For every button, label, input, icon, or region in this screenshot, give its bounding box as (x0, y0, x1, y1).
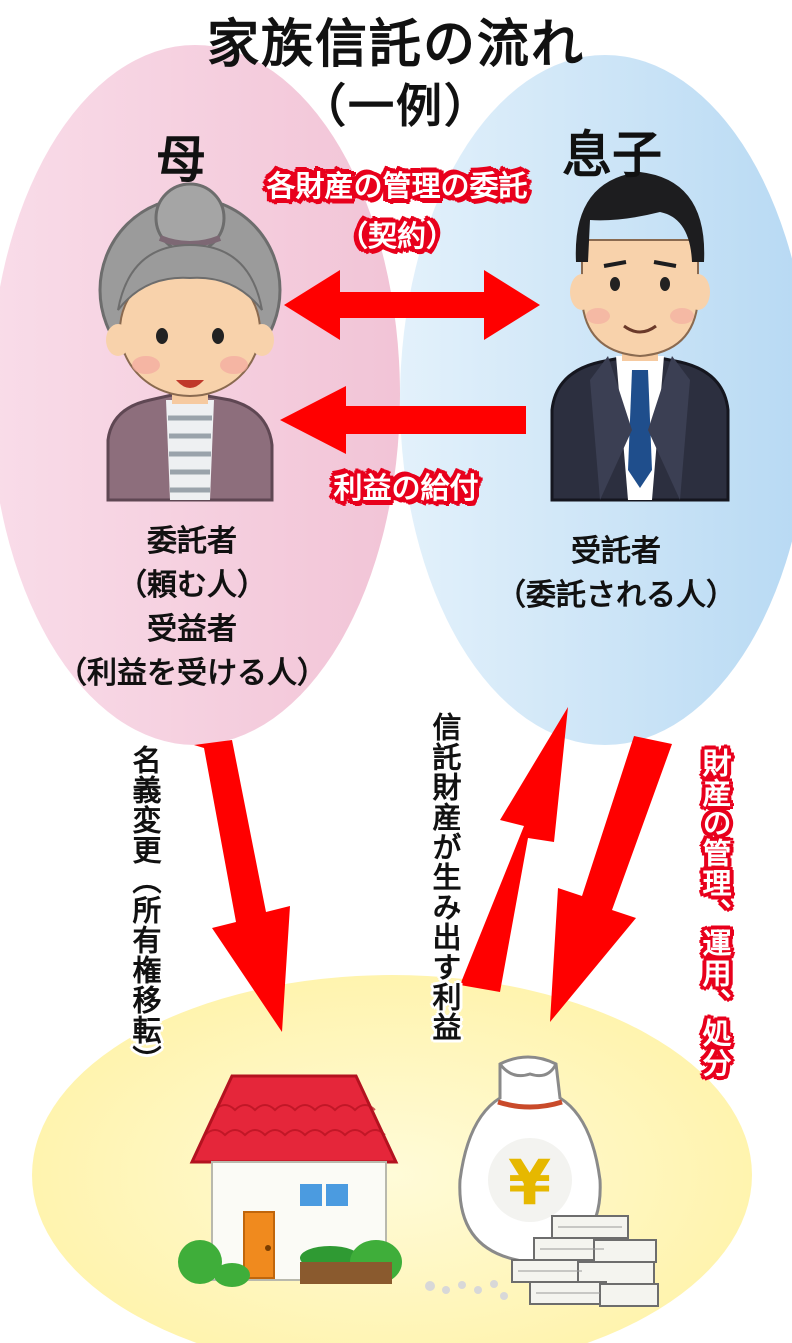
contract-label: 各財産の管理の委託 (266, 169, 528, 203)
mother-heading: 母 (156, 131, 206, 189)
management-arrow (550, 736, 672, 1022)
cash-stack-icon (425, 1215, 659, 1307)
mother-role-beneficiary: 受益者 (147, 612, 237, 647)
contract-sublabel: （契約） (338, 219, 455, 253)
mother-role: 委託者 （頼む人） 受益者 （利益を受ける人） (0, 520, 384, 696)
yen-symbol: ¥ (508, 1146, 552, 1219)
mother-role-settlor: 委託者 (147, 524, 237, 559)
benefit-arrow (280, 386, 526, 454)
trust-income-arrow (460, 707, 568, 992)
son-heading: 息子 (562, 126, 662, 184)
mother-role-beneficiary-note: （利益を受ける人） (57, 656, 327, 691)
contract-double-arrow (284, 270, 540, 340)
son-role-trustee-note: （委託される人） (496, 578, 736, 613)
elderly-woman-icon (98, 182, 282, 502)
diagram-subtitle: （一例） (300, 79, 492, 133)
benefit-label: 利益の給付 (333, 471, 479, 505)
management-label: 財産の管理、運用、処分 (698, 748, 732, 1078)
house-icon (178, 1074, 402, 1287)
businessman-icon (550, 172, 730, 502)
son-role: 受託者 （委託される人） (440, 530, 792, 618)
son-role-trustee: 受託者 (571, 534, 661, 569)
title-transfer-label: 名義変更（所有権移転） (128, 745, 162, 1075)
title-transfer-arrow (194, 740, 290, 1032)
money-bag-icon (458, 1055, 602, 1264)
mother-role-settlor-note: （頼む人） (117, 568, 267, 603)
trust-income-label: 信託財産が生み出す利益 (428, 712, 462, 1042)
diagram-title: 家族信託の流れ (206, 14, 585, 75)
